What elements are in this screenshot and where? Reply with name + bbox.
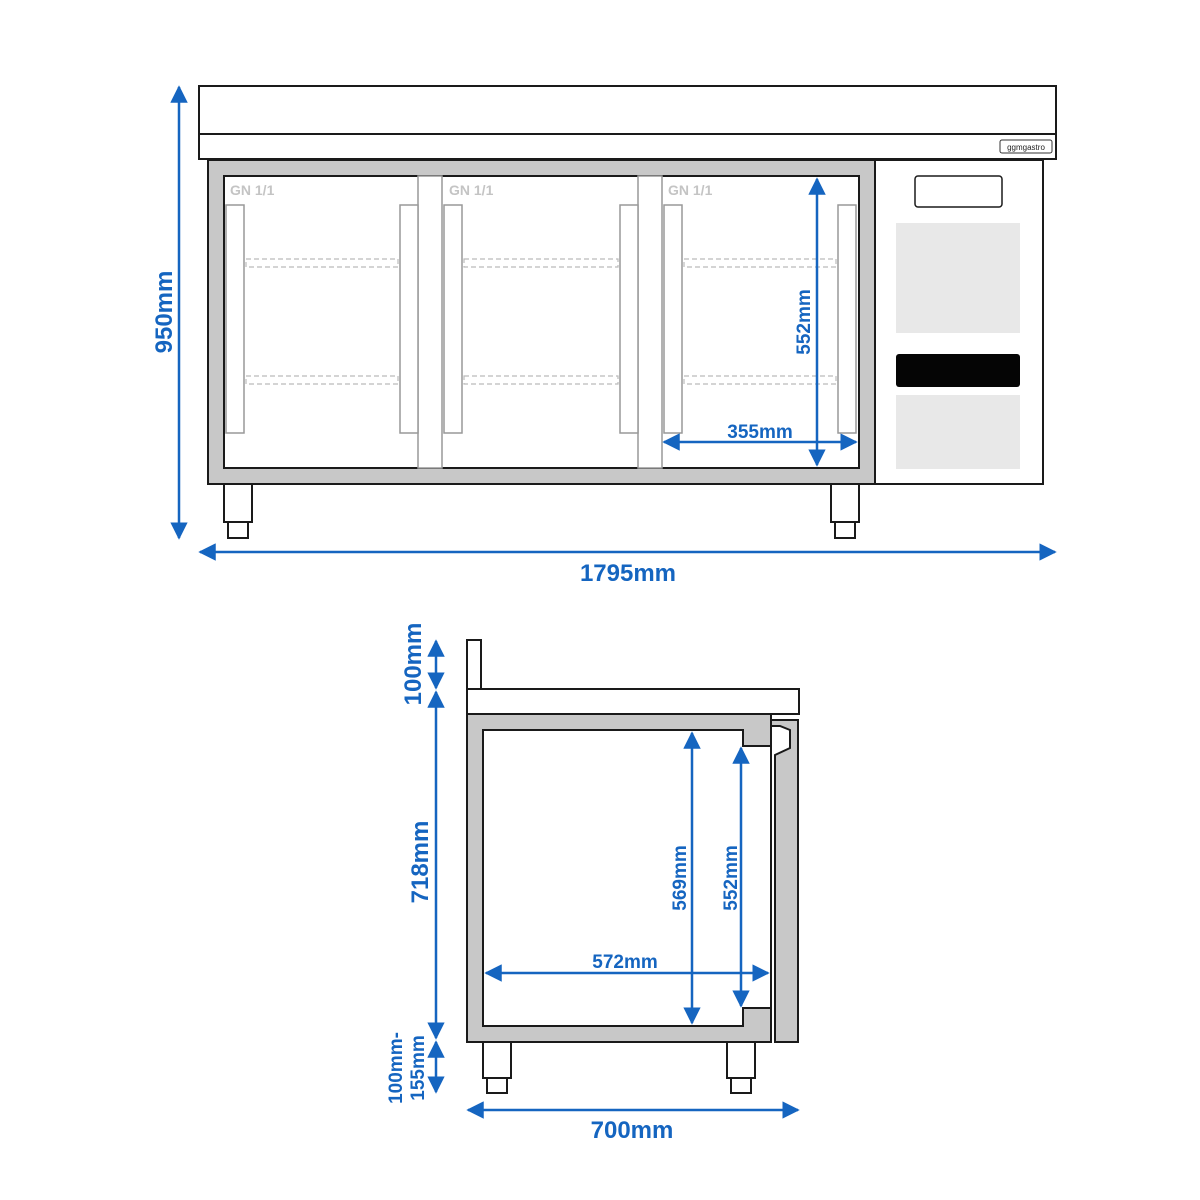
door-handle [225, 204, 245, 434]
worktop-front-edge [198, 133, 1057, 160]
door-handle [399, 204, 419, 434]
dimension-lines [170, 85, 1057, 561]
upstand [466, 639, 482, 690]
vent-grille [896, 354, 1020, 387]
upstand-height-label: 100mm [400, 623, 427, 706]
body-height-label: 718mm [407, 821, 434, 904]
compartment-label: GN 1/1 [449, 182, 494, 198]
door-handle [837, 204, 857, 434]
shelves [245, 258, 837, 385]
inner-height-max-label: 569mm [670, 845, 691, 911]
leg-height-label-line1: 100mm- [386, 1032, 407, 1104]
side-worktop [466, 688, 800, 715]
total-height-label: 950mm [151, 271, 178, 354]
inner-width-label: 355mm [727, 422, 793, 443]
inner-height-label: 552mm [794, 289, 815, 355]
door-divider-2 [637, 175, 663, 469]
vent-panel-bottom [896, 395, 1020, 469]
side-dimension-lines [427, 639, 800, 1119]
total-width-label: 1795mm [580, 560, 676, 587]
side-view: 100mm 718mm 100mm- 155mm 700mm 572mm 569… [386, 623, 800, 1144]
door-profile [770, 719, 799, 1043]
brand-badge [999, 139, 1053, 154]
compartment-label: GN 1/1 [230, 182, 275, 198]
vent-panel-top [896, 223, 1020, 333]
door-handle [443, 204, 463, 434]
front-view: ggmgastro GN 1/1 GN 1/1 GN 1/1 [151, 85, 1057, 587]
side-legs [482, 1041, 756, 1094]
leg-height-label-line2: 155mm [408, 1035, 429, 1101]
door-handle [663, 204, 683, 434]
worktop [198, 85, 1057, 135]
inner-depth-label: 572mm [592, 952, 658, 973]
cabinet-inner [223, 175, 860, 469]
inner-height-door-label: 552mm [721, 845, 742, 911]
compartment-label: GN 1/1 [668, 182, 713, 198]
door-handle [619, 204, 639, 434]
depth-label: 700mm [591, 1117, 674, 1144]
brand-label: ggmgastro [1007, 143, 1045, 152]
control-display [914, 175, 1003, 208]
door-divider-1 [417, 175, 443, 469]
legs [223, 483, 860, 539]
